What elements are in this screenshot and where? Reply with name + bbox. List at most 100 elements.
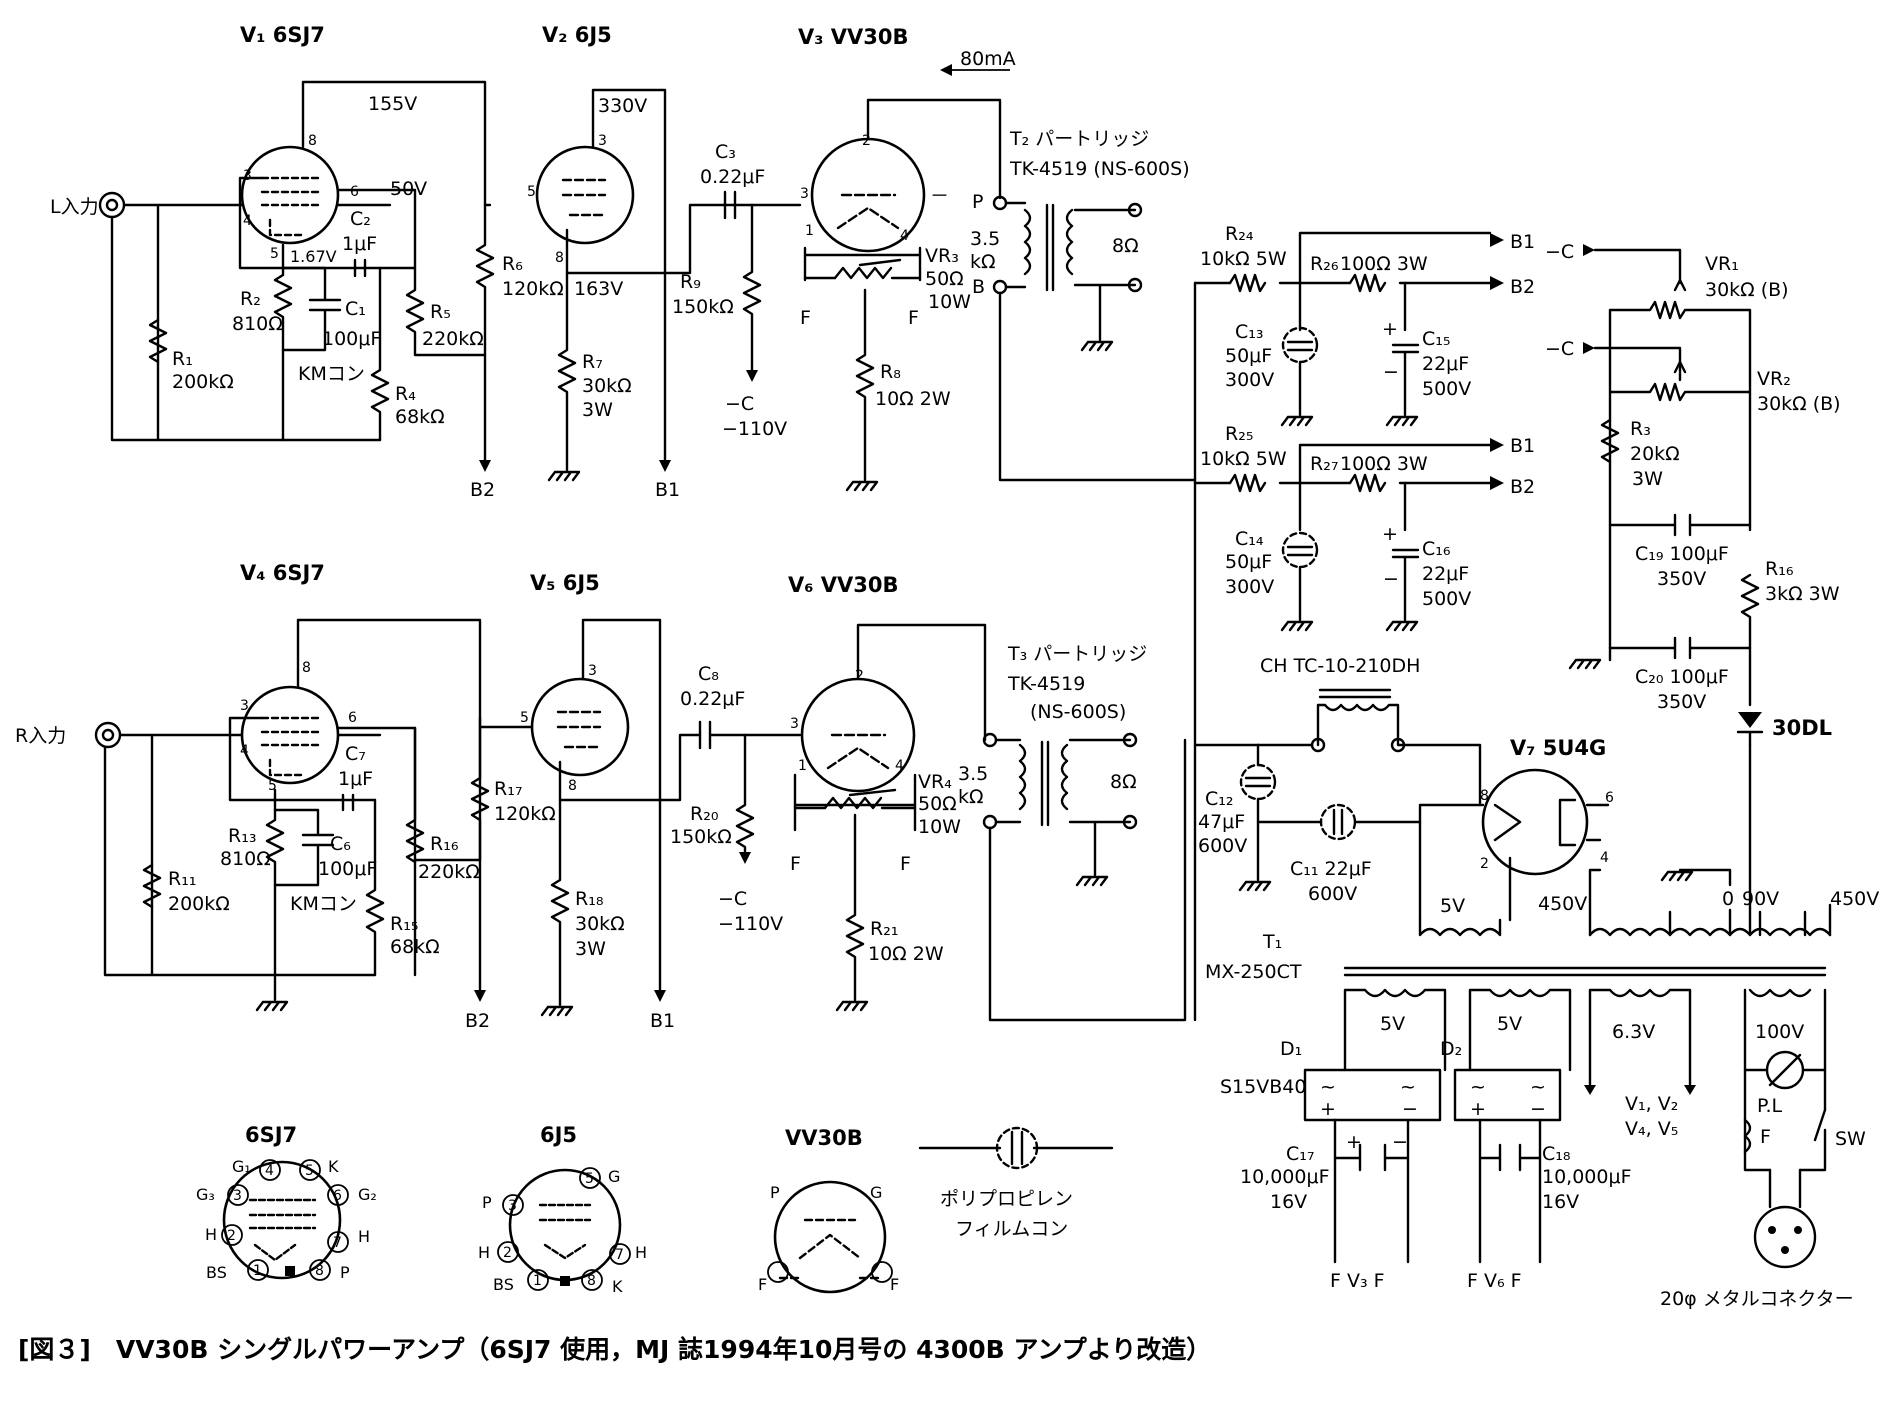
svg-text:(NS-600S): (NS-600S) xyxy=(1030,701,1126,723)
svg-text:CH TC-10-210DH: CH TC-10-210DH xyxy=(1260,655,1420,677)
svg-text:3: 3 xyxy=(243,168,252,184)
svg-text:8Ω: 8Ω xyxy=(1112,235,1139,257)
svg-text:R₁₇: R₁₇ xyxy=(494,778,522,800)
svg-text:C₁₁ 22μF: C₁₁ 22μF xyxy=(1290,858,1372,880)
svg-text:300V: 300V xyxy=(1225,576,1274,598)
svg-text:1: 1 xyxy=(533,1273,542,1289)
svg-text:+: + xyxy=(1470,1098,1486,1120)
svg-text:−: − xyxy=(1392,1131,1408,1153)
svg-text:2: 2 xyxy=(862,133,871,149)
svg-text:0.22μF: 0.22μF xyxy=(700,166,765,188)
svg-text:T₂ パートリッジ: T₂ パートリッジ xyxy=(1009,128,1149,150)
svg-text:V₄, V₅: V₄, V₅ xyxy=(1625,1118,1678,1140)
svg-text:MX-250CT: MX-250CT xyxy=(1205,961,1302,983)
svg-text:5: 5 xyxy=(270,246,279,262)
svg-text:200kΩ: 200kΩ xyxy=(172,371,234,393)
svg-text:−C: −C xyxy=(1545,338,1574,360)
pinout-legend: 6SJ7 G₁ K G₃ G₂ H H BS P 4 5 3 6 2 7 1 8… xyxy=(196,1123,1114,1296)
svg-text:BS: BS xyxy=(206,1263,227,1282)
svg-text:C₂₀ 100μF: C₂₀ 100μF xyxy=(1635,666,1729,688)
svg-text:600V: 600V xyxy=(1198,835,1247,857)
svg-text:50μF: 50μF xyxy=(1225,345,1272,367)
svg-text:B1: B1 xyxy=(655,479,680,501)
svg-text:R₇: R₇ xyxy=(582,351,603,373)
svg-text:1: 1 xyxy=(798,758,807,774)
svg-text:6: 6 xyxy=(333,1188,342,1204)
svg-text:810Ω: 810Ω xyxy=(232,313,283,335)
svg-text:163V: 163V xyxy=(574,278,623,300)
svg-text:100V: 100V xyxy=(1755,1021,1804,1043)
svg-text:R₂: R₂ xyxy=(240,288,261,310)
metal-connector[interactable] xyxy=(1753,1205,1817,1269)
svg-text:~: ~ xyxy=(1530,1076,1546,1098)
svg-text:2: 2 xyxy=(503,1245,512,1261)
svg-text:500V: 500V xyxy=(1422,378,1471,400)
svg-text:3: 3 xyxy=(233,1188,242,1204)
svg-text:7: 7 xyxy=(333,1235,342,1251)
svg-text:V₁, V₂: V₁, V₂ xyxy=(1625,1093,1678,1115)
svg-text:B: B xyxy=(972,276,985,298)
svg-text:D₂: D₂ xyxy=(1440,1038,1462,1060)
svg-text:−C: −C xyxy=(1545,241,1574,263)
svg-text:D₁: D₁ xyxy=(1280,1038,1302,1060)
v6-label: V₆ VV30B xyxy=(788,573,899,597)
svg-text:5: 5 xyxy=(585,1171,594,1187)
svg-text:155V: 155V xyxy=(368,93,417,115)
svg-text:VR₁: VR₁ xyxy=(1705,253,1739,275)
left-input-jack[interactable] xyxy=(98,191,126,219)
svg-text:S15VB40: S15VB40 xyxy=(1220,1076,1306,1098)
svg-text:3: 3 xyxy=(240,698,249,714)
svg-text:3: 3 xyxy=(508,1198,517,1214)
svg-text:10kΩ 5W: 10kΩ 5W xyxy=(1200,248,1287,270)
svg-text:8: 8 xyxy=(302,660,311,676)
svg-text:68kΩ: 68kΩ xyxy=(395,406,445,428)
svg-text:0: 0 xyxy=(1722,888,1734,910)
svg-text:SW: SW xyxy=(1835,1128,1866,1150)
svg-text:3.5: 3.5 xyxy=(958,763,988,785)
svg-text:C₁: C₁ xyxy=(345,298,366,320)
svg-text:2: 2 xyxy=(1480,856,1489,872)
svg-text:200kΩ: 200kΩ xyxy=(168,893,230,915)
svg-text:22μF: 22μF xyxy=(1422,353,1469,375)
svg-text:F: F xyxy=(890,1275,899,1294)
svg-text:－: － xyxy=(930,185,949,207)
v2-label: V₂ 6J5 xyxy=(542,23,612,47)
svg-text:R₁₅: R₁₅ xyxy=(390,913,418,935)
svg-text:G₂: G₂ xyxy=(358,1185,377,1204)
svg-text:+: + xyxy=(1320,1098,1336,1120)
svg-text:500V: 500V xyxy=(1422,588,1471,610)
svg-text:3: 3 xyxy=(800,186,809,202)
svg-text:R₁₃: R₁₃ xyxy=(228,825,256,847)
svg-text:100μF: 100μF xyxy=(318,858,377,880)
svg-text:R₁₆: R₁₆ xyxy=(1765,558,1793,580)
svg-text:8: 8 xyxy=(555,250,564,266)
svg-text:8: 8 xyxy=(587,1273,596,1289)
svg-text:10W: 10W xyxy=(918,816,961,838)
svg-text:P: P xyxy=(770,1183,780,1202)
svg-text:−: − xyxy=(1383,361,1399,383)
svg-text:810Ω: 810Ω xyxy=(220,848,271,870)
v3-label: V₃ VV30B xyxy=(798,25,909,49)
svg-text:16V: 16V xyxy=(1542,1191,1579,1213)
svg-text:0.22μF: 0.22μF xyxy=(680,688,745,710)
svg-text:30kΩ: 30kΩ xyxy=(582,375,632,397)
svg-text:450V: 450V xyxy=(1830,888,1879,910)
svg-text:P.L: P.L xyxy=(1757,1095,1783,1117)
svg-text:VR₄: VR₄ xyxy=(918,771,952,793)
svg-text:450V: 450V xyxy=(1538,893,1587,915)
svg-text:F V₃ F: F V₃ F xyxy=(1330,1270,1385,1292)
svg-text:kΩ: kΩ xyxy=(970,251,996,273)
svg-text:kΩ: kΩ xyxy=(958,786,984,808)
svg-text:C₁₆: C₁₆ xyxy=(1422,538,1451,560)
svg-text:80mA: 80mA xyxy=(960,48,1016,70)
svg-text:C₁₇: C₁₇ xyxy=(1286,1143,1315,1165)
svg-text:R₆: R₆ xyxy=(502,253,523,275)
svg-text:2: 2 xyxy=(855,668,864,684)
svg-text:R₁₆: R₁₆ xyxy=(430,833,458,855)
svg-text:50Ω: 50Ω xyxy=(918,793,957,815)
right-input-jack[interactable] xyxy=(94,721,122,749)
svg-text:120kΩ: 120kΩ xyxy=(502,278,564,300)
svg-text:8: 8 xyxy=(1480,788,1489,804)
svg-text:~: ~ xyxy=(1400,1076,1416,1098)
svg-text:P: P xyxy=(972,191,983,213)
